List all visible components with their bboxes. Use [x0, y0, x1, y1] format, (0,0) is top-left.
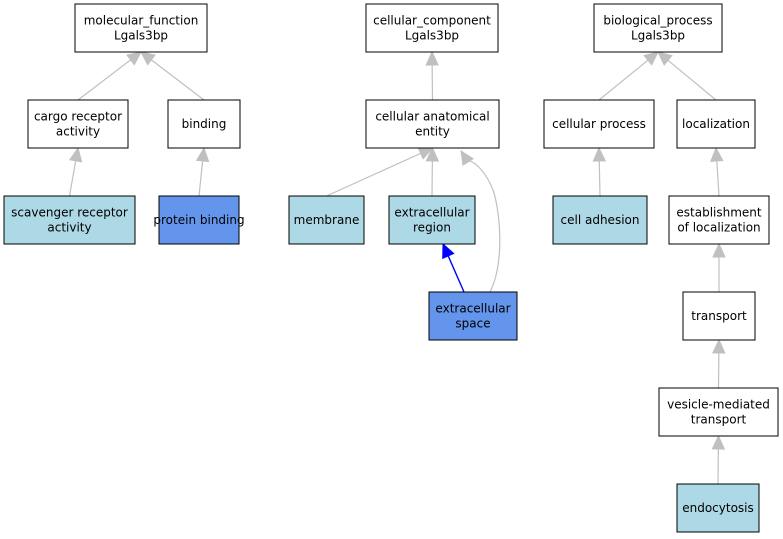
node-cell-adhesion: cell adhesion	[552, 195, 648, 245]
node-protein-binding-label-line: protein binding	[153, 213, 244, 227]
node-extracellular-region-label-line: region	[413, 221, 451, 235]
node-transport-label-line: transport	[691, 309, 747, 323]
node-cellular-anatomical-entity-label-line: entity	[415, 125, 450, 139]
edge-localization-to-biological-process-arrowhead	[657, 51, 673, 66]
node-localization-label-line: localization	[682, 117, 750, 131]
node-endocytosis: endocytosis	[676, 483, 760, 533]
node-endocytosis-label-line: endocytosis	[682, 501, 754, 515]
node-establishment-of-localization-box	[668, 195, 770, 245]
edge-localization-to-biological-process	[667, 59, 717, 101]
node-cellular-anatomical-entity-label-line: cellular anatomical	[375, 110, 489, 124]
node-transport: transport	[682, 291, 756, 341]
node-membrane-label-line: membrane	[294, 213, 360, 227]
node-vesicle-mediated-transport-label-line: vesicle-mediated	[667, 398, 770, 412]
node-extracellular-space-label-line: space	[455, 317, 490, 331]
edge-protein-binding-to-binding	[198, 160, 204, 197]
edge-cargo-receptor-activity-to-molecular-function	[77, 59, 132, 101]
node-localization: localization	[676, 99, 756, 149]
node-extracellular-space-label-line: extracellular	[435, 302, 510, 316]
edge-establishment-of-localization-to-localization-arrowhead	[710, 146, 724, 162]
edge-scavenger-receptor-activity-to-cargo-receptor-activity	[68, 160, 77, 197]
node-membrane-box	[288, 195, 365, 245]
node-extracellular-space-box	[428, 291, 518, 341]
node-cellular-anatomical-entity-box	[365, 99, 500, 149]
edge-binding-to-molecular-function-arrowhead	[140, 51, 156, 66]
node-transport-box	[682, 291, 756, 341]
node-biological-process-label-line: biological_process	[603, 14, 712, 28]
node-vesicle-mediated-transport-label-line: transport	[691, 413, 747, 427]
node-cargo-receptor-activity-box	[27, 99, 129, 149]
edge-extracellular-space-to-cellular-anatomical-entity-arrowhead	[460, 149, 475, 167]
node-cargo-receptor-activity-label-line: cargo receptor	[34, 110, 122, 124]
edge-transport-to-establishment-of-localization-arrowhead	[712, 242, 726, 258]
edge-endocytosis-to-vesicle-mediated-transport-arrowhead	[711, 434, 726, 450]
node-protein-binding-box	[158, 195, 240, 245]
node-binding: binding	[167, 99, 241, 149]
edges-layer	[68, 50, 726, 485]
node-scavenger-receptor-activity-box	[3, 195, 136, 245]
node-cellular-process: cellular process	[543, 99, 655, 149]
edge-cargo-receptor-activity-to-molecular-function-arrowhead	[126, 51, 142, 66]
edge-extracellular-space-to-cellular-anatomical-entity	[466, 160, 501, 293]
edge-cellular-process-to-biological-process	[598, 59, 649, 101]
node-cell-adhesion-label-line: cell adhesion	[561, 213, 640, 227]
edge-vesicle-mediated-transport-to-transport-arrowhead	[712, 338, 726, 354]
node-cell-adhesion-box	[552, 195, 648, 245]
node-endocytosis-box	[676, 483, 760, 533]
node-establishment-of-localization-label-line: establishment	[676, 206, 762, 220]
edge-cell-adhesion-to-cellular-process-arrowhead	[592, 146, 607, 162]
node-cargo-receptor-activity-label-line: activity	[56, 125, 100, 139]
node-biological-process-box	[593, 3, 723, 53]
edge-protein-binding-to-binding-arrowhead	[195, 146, 210, 163]
edge-cellular-anatomical-entity-to-cellular-component-arrowhead	[425, 50, 439, 66]
edge-membrane-to-cellular-anatomical-entity	[326, 152, 421, 197]
node-membrane: membrane	[288, 195, 365, 245]
node-cellular-component-label-line: cellular_component	[373, 14, 491, 28]
node-scavenger-receptor-activity-label-line: activity	[47, 221, 91, 235]
node-vesicle-mediated-transport-box	[658, 387, 779, 437]
edge-extracellular-space-to-extracellular-region	[447, 255, 465, 293]
node-biological-process-label-line: Lgals3bp	[631, 29, 685, 43]
node-cellular-process-label-line: cellular process	[552, 117, 646, 131]
node-binding-label-line: binding	[182, 117, 227, 131]
node-scavenger-receptor-activity-label-line: scavenger receptor	[11, 206, 128, 220]
edge-binding-to-molecular-function	[150, 59, 205, 101]
node-protein-binding: protein binding	[153, 195, 245, 245]
node-cellular-component-box	[365, 3, 499, 53]
node-localization-box	[676, 99, 756, 149]
node-molecular-function-label-line: Lgals3bp	[114, 29, 168, 43]
node-molecular-function-box	[74, 3, 208, 53]
edge-cell-adhesion-to-cellular-process	[598, 160, 601, 197]
node-cellular-component-label-line: Lgals3bp	[405, 29, 459, 43]
node-extracellular-region-box	[388, 195, 476, 245]
node-establishment-of-localization-label-line: of localization	[677, 221, 760, 235]
edge-establishment-of-localization-to-localization	[716, 160, 720, 197]
node-extracellular-region-label-line: extracellular	[394, 206, 469, 220]
node-molecular-function-label-line: molecular_function	[84, 14, 199, 28]
node-binding-box	[167, 99, 241, 149]
edge-cellular-process-to-biological-process-arrowhead	[643, 51, 659, 66]
node-cellular-process-box	[543, 99, 655, 149]
edge-scavenger-receptor-activity-to-cargo-receptor-activity-arrowhead	[68, 146, 83, 163]
